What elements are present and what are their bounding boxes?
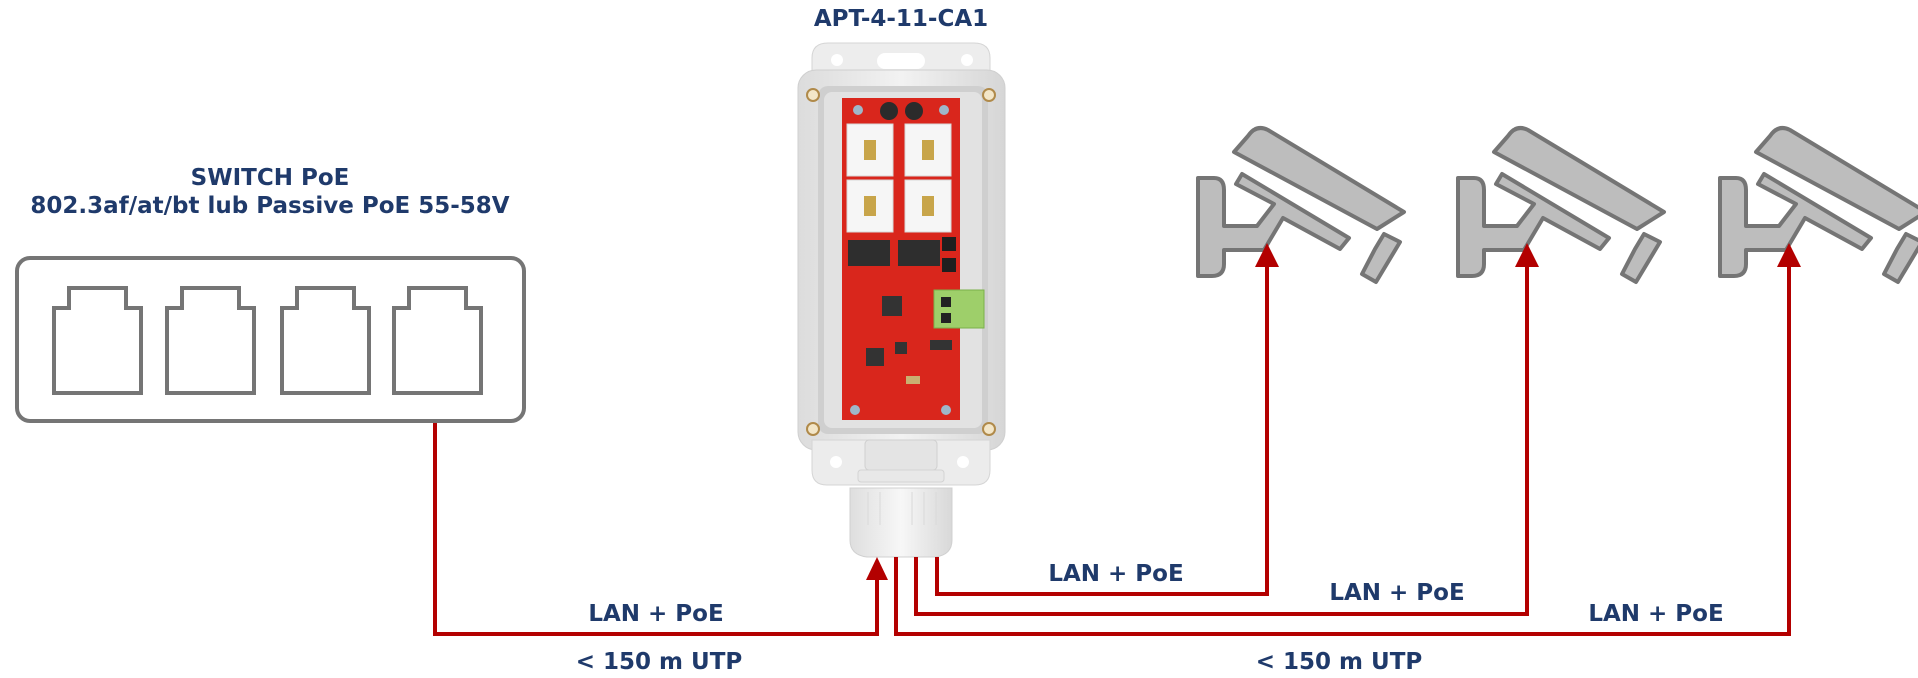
input-connection-label: LAN + PoE (588, 601, 724, 627)
camera-3-arrow-icon (1777, 243, 1801, 267)
switch-title: SWITCH PoE (190, 165, 350, 191)
output-1-connection-label: LAN + PoE (1048, 561, 1184, 587)
cable-gland (849, 487, 953, 558)
camera-1-icon (1196, 126, 1406, 284)
output-cable-3 (894, 262, 1791, 636)
output-cable-1 (935, 262, 1269, 596)
output-3-connection-label: LAN + PoE (1588, 601, 1724, 627)
camera-2-icon (1456, 126, 1666, 284)
switch-port-2-icon (165, 286, 256, 395)
output-2-connection-label: LAN + PoE (1329, 580, 1465, 606)
output-distance-label: < 150 m UTP (1255, 649, 1423, 675)
switch-subtitle: 802.3af/at/bt lub Passive PoE 55-58V (30, 193, 510, 219)
poe-switch (15, 256, 526, 423)
device-title: APT-4-11-CA1 (813, 6, 989, 32)
camera-2-arrow-icon (1515, 243, 1539, 267)
camera-1-arrow-icon (1255, 243, 1279, 267)
input-arrow-icon (866, 557, 888, 580)
switch-port-1-icon (52, 286, 143, 395)
device-rj45-ports (846, 123, 952, 233)
device-photo (797, 42, 1006, 558)
input-distance-label: < 150 m UTP (575, 649, 743, 675)
input-cable (433, 423, 879, 636)
output-cable-2 (914, 262, 1529, 616)
camera-3-icon (1718, 126, 1918, 284)
switch-port-3-icon (280, 286, 371, 395)
switch-port-4-icon (392, 286, 483, 395)
